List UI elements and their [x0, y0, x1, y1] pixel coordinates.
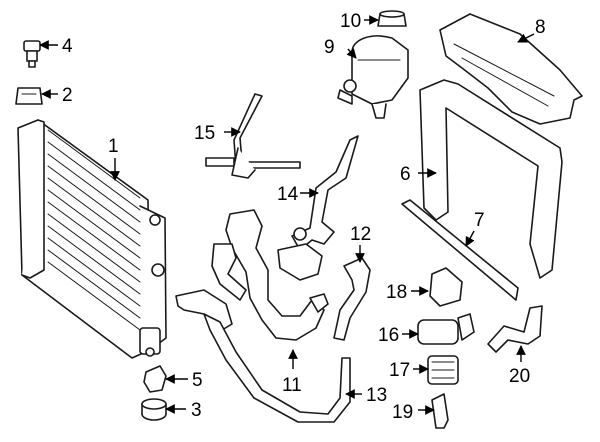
filter-part-17 — [427, 355, 459, 385]
callout-4: 4 — [62, 36, 73, 57]
bracket-part-18 — [429, 267, 463, 307]
coolant-pipe-15 — [205, 93, 301, 179]
clip-part-4 — [23, 40, 41, 68]
callout-11: 11 — [282, 375, 302, 396]
callout-2: 2 — [62, 85, 73, 106]
hose-20 — [487, 305, 543, 353]
callout-9: 9 — [324, 37, 335, 58]
expansion-tank-9 — [337, 35, 409, 119]
callout-10: 10 — [340, 11, 361, 32]
callout-1: 1 — [108, 136, 119, 157]
hose-12 — [333, 257, 371, 341]
callout-15: 15 — [194, 123, 215, 144]
coolant-hose-14 — [277, 135, 359, 281]
callout-5: 5 — [192, 370, 203, 391]
callout-6: 6 — [400, 164, 411, 185]
callout-8: 8 — [535, 17, 546, 38]
callout-20: 20 — [509, 366, 530, 387]
bracket-part-5 — [143, 365, 167, 393]
callout-3: 3 — [191, 400, 202, 421]
long-hose-13 — [203, 313, 351, 423]
callout-16: 16 — [378, 325, 399, 346]
callout-13: 13 — [366, 385, 387, 406]
grommet-part-2 — [15, 87, 43, 105]
callout-18: 18 — [386, 282, 407, 303]
reservoir-cap-10 — [377, 10, 407, 27]
callout-19: 19 — [392, 402, 413, 423]
radiator — [17, 119, 167, 359]
water-pump-16 — [417, 313, 475, 345]
seal-strip-7 — [401, 199, 519, 301]
cap-part-3 — [141, 398, 167, 421]
support-frame-6 — [419, 79, 563, 279]
hose-assembly-11 — [175, 209, 329, 341]
callout-14: 14 — [277, 184, 299, 205]
callout-17: 17 — [389, 360, 410, 381]
callout-12: 12 — [350, 224, 371, 245]
callout-7: 7 — [474, 210, 485, 231]
bracket-part-19 — [431, 393, 449, 429]
leader-lines — [39, 15, 535, 415]
